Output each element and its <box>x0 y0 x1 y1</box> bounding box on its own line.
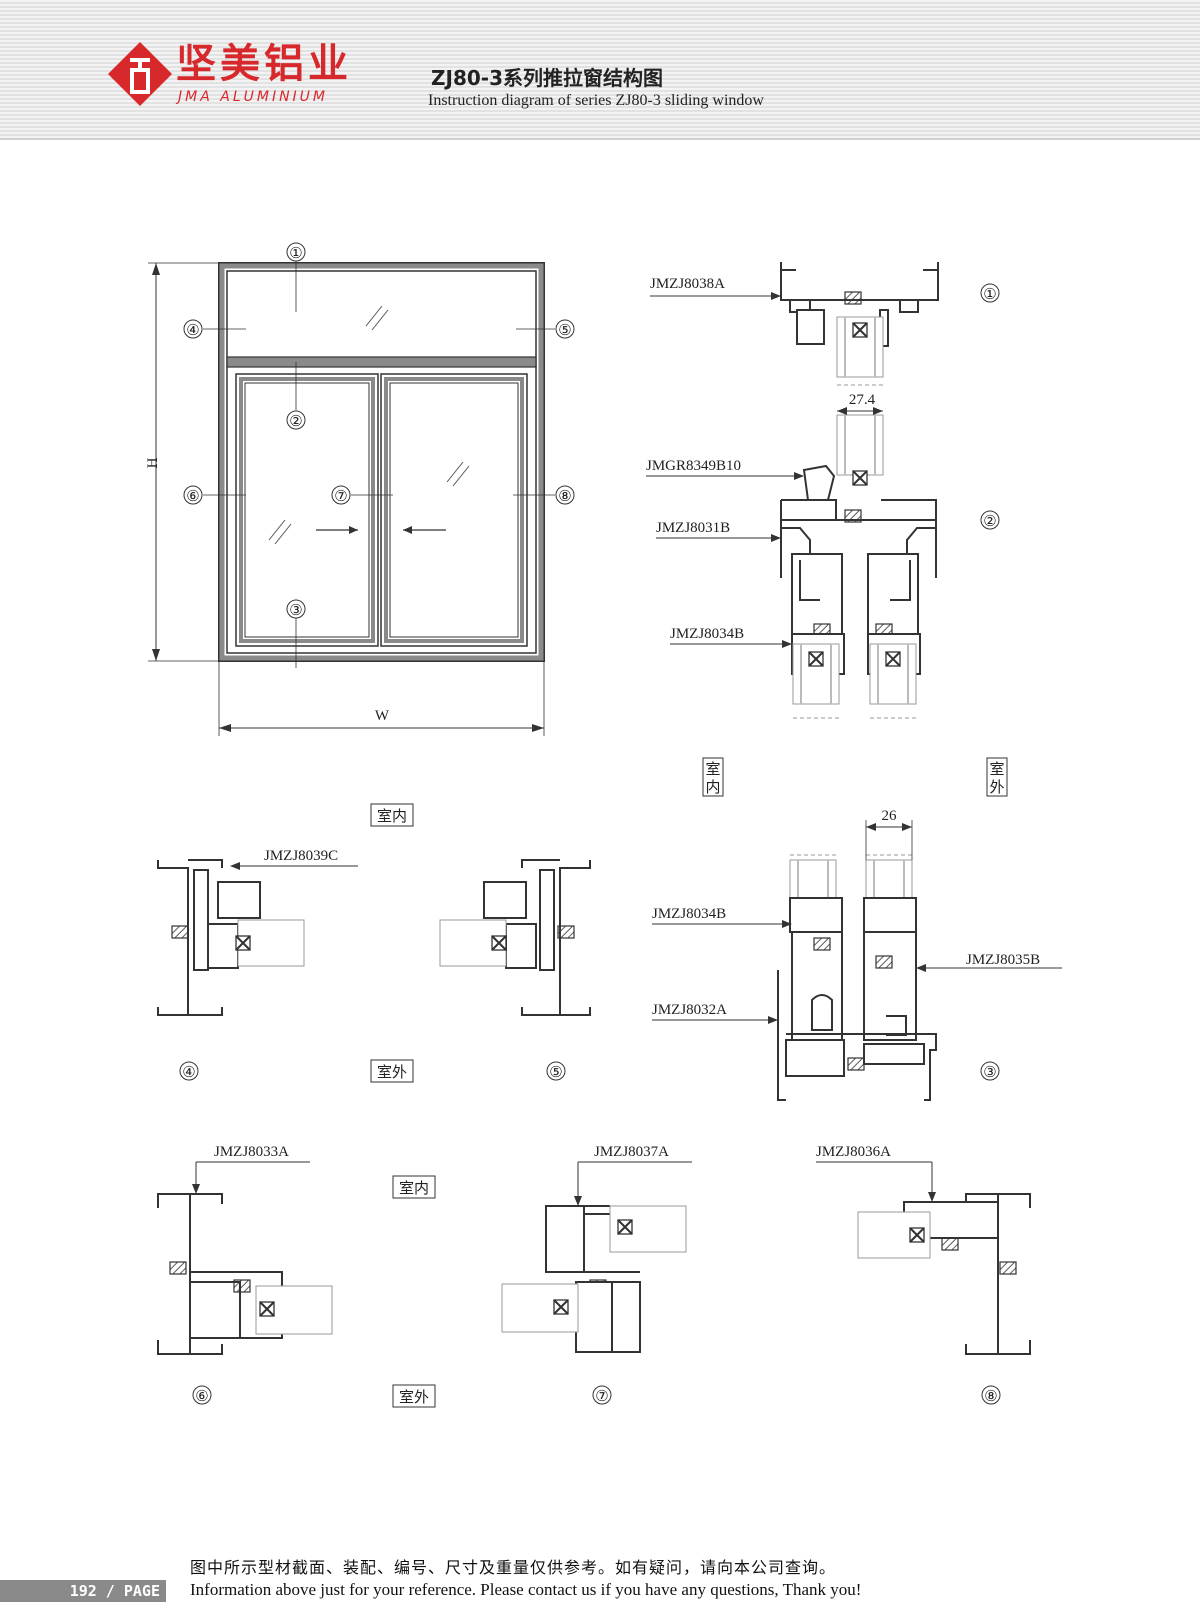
marker-4: ④ <box>186 323 199 339</box>
page-number-badge: 192 / PAGE <box>0 1580 166 1602</box>
section-1-2 <box>780 262 939 719</box>
section-1-2-labels: JMZJ8038A ① 27.4 JMGR8349B10 JMZJ8031B J… <box>646 276 1008 797</box>
section-3-labels: 26 JMZJ8034B JMZJ8035B JMZJ8032A ③ <box>652 808 1062 1081</box>
section-4-5 <box>157 859 591 1016</box>
section-6-marker: ⑥ <box>195 1389 208 1405</box>
section-8-marker: ⑧ <box>984 1389 997 1405</box>
section-3-marker: ③ <box>983 1065 996 1081</box>
part-jmzj8035b: JMZJ8035B <box>966 952 1040 968</box>
outdoor-label-b: 室外 <box>399 1388 429 1406</box>
page-title-en: Instruction diagram of series ZJ80-3 sli… <box>428 92 764 109</box>
marker-1: ① <box>289 246 302 262</box>
page-title-cn: ZJ80-3系列推拉窗结构图 <box>431 66 663 90</box>
part-jmzj8036a: JMZJ8036A <box>816 1144 891 1160</box>
dim-26: 26 <box>882 808 898 824</box>
outdoor-vertical-bottom: 外 <box>989 778 1004 796</box>
width-label: W <box>375 708 390 724</box>
section-1-marker: ① <box>983 287 996 303</box>
marker-6: ⑥ <box>186 489 199 505</box>
brand-name-cn: 坚美铝业 <box>176 41 352 87</box>
section-4-5-labels: 室内 室外 JMZJ8039C ④ ⑤ <box>179 803 566 1083</box>
part-jmzj8031b: JMZJ8031B <box>656 520 730 536</box>
marker-3: ③ <box>289 603 302 619</box>
part-jmzj8037a: JMZJ8037A <box>594 1144 669 1160</box>
part-jmzj8033a: JMZJ8033A <box>214 1144 289 1160</box>
brand-name-en: JMA ALUMINIUM <box>178 89 328 105</box>
part-jmzj8034b-b: JMZJ8034B <box>652 906 726 922</box>
footer-note-en: Information above just for your referenc… <box>190 1580 862 1599</box>
section-3 <box>777 820 937 1101</box>
marker-2: ② <box>289 414 302 430</box>
jma-logo-icon <box>108 42 172 106</box>
footer-note-cn: 图中所示型材截面、装配、编号、尺寸及重量仅供参考。如有疑问，请向本公司查询。 <box>190 1558 837 1577</box>
part-jmzj8034b-a: JMZJ8034B <box>670 626 744 642</box>
outdoor-vertical-top: 室 <box>989 760 1004 778</box>
outdoor-label-a: 室外 <box>377 1063 407 1081</box>
section-2-marker: ② <box>983 514 996 530</box>
section-6-7-8-labels: JMZJ8033A 室内 室外 JMZJ8037A JMZJ8036A ⑥ ⑦ … <box>192 1144 1001 1408</box>
window-elevation: H W ① ② ③ ④ ⑤ ⑥ ⑦ ⑧ <box>145 242 575 736</box>
part-jmgr8349b10: JMGR8349B10 <box>646 458 741 474</box>
height-label: H <box>145 457 161 468</box>
header-banner <box>0 0 1200 140</box>
marker-7: ⑦ <box>334 489 347 505</box>
marker-8: ⑧ <box>558 489 571 505</box>
indoor-label-a: 室内 <box>377 807 407 825</box>
part-jmzj8032a: JMZJ8032A <box>652 1002 727 1018</box>
part-jmzj8038a: JMZJ8038A <box>650 276 725 292</box>
indoor-vertical-bottom: 内 <box>705 778 720 796</box>
indoor-vertical-top: 室 <box>705 760 720 778</box>
dim-27-4: 27.4 <box>849 392 876 408</box>
section-5-marker: ⑤ <box>549 1065 562 1081</box>
section-7-marker: ⑦ <box>595 1389 608 1405</box>
section-6-7-8 <box>157 1193 1031 1355</box>
section-4-marker: ④ <box>182 1065 195 1081</box>
indoor-label-b: 室内 <box>399 1179 429 1197</box>
marker-5: ⑤ <box>558 323 571 339</box>
part-jmzj8039c: JMZJ8039C <box>264 848 338 864</box>
